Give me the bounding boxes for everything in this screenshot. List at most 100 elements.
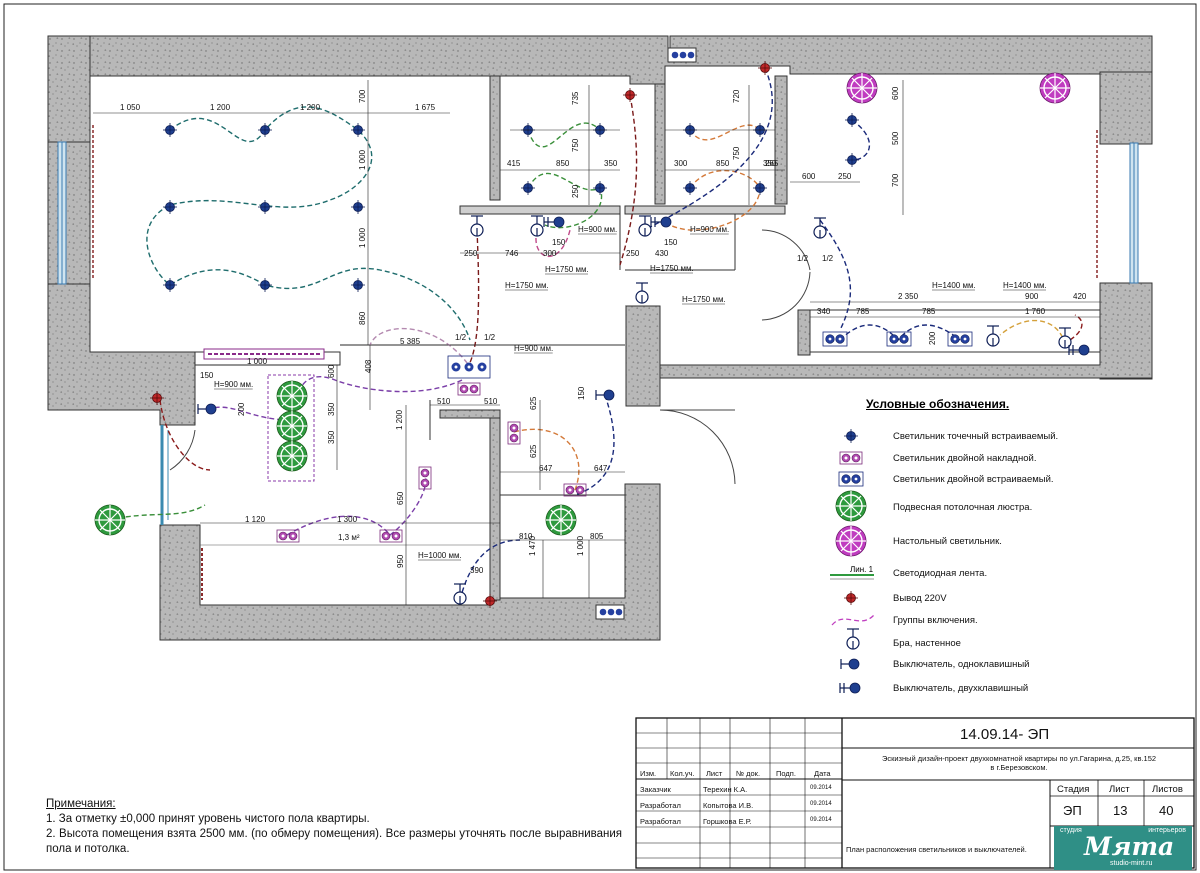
dimension-label: 735 <box>571 91 580 105</box>
height-label: H=900 мм. <box>690 225 729 234</box>
project-title: Эскизный дизайн-проект двухкомнатной ква… <box>846 754 1192 772</box>
height-label: H=1000 мм. <box>418 551 462 560</box>
dimension-label: 1 000 <box>576 535 585 556</box>
date-developer-1: 09.2014 <box>810 801 832 807</box>
dimension-label: 408 <box>364 359 373 373</box>
dimension-label: 350 <box>604 159 618 168</box>
legend-label-spot: Светильник точечный встраиваемый. <box>893 431 1059 442</box>
legend-symbols <box>830 428 875 694</box>
dimension-label: 510 <box>484 397 498 406</box>
dimension-label: 647 <box>539 464 553 473</box>
height-label: H=900 мм. <box>214 380 253 389</box>
dimension-label: 350 <box>763 159 777 168</box>
dimension-label: 350 <box>327 430 336 444</box>
dimension-label: 600 <box>327 364 336 378</box>
dimension-label: 1 050 <box>120 103 141 112</box>
dimension-label: 750 <box>571 138 580 152</box>
dimension-label: 1/2 <box>484 333 496 342</box>
dimension-label: 720 <box>732 89 741 103</box>
header-izm: Изм. <box>640 769 657 778</box>
height-label: H=1400 мм. <box>932 281 976 290</box>
dimension-label: 340 <box>817 307 831 316</box>
dimension-label: 600 <box>891 86 900 100</box>
dimension-label: 1/2 <box>822 254 834 263</box>
legend-label-chandelier: Подвесная потолочная люстра. <box>893 502 1033 513</box>
led-strips <box>200 348 490 600</box>
legend-label-double-switch: Выключатель, двухклавишный <box>893 683 1029 694</box>
dimension-label: 650 <box>396 491 405 505</box>
dimension-label: 1 675 <box>415 103 436 112</box>
walls <box>47 35 1153 641</box>
name-customer: Терехин К.А. <box>703 785 748 794</box>
date-developer-2: 09.2014 <box>810 817 832 823</box>
dimension-label: 390 <box>470 566 484 575</box>
header-date: Дата <box>814 769 831 778</box>
area-label: 1,3 м² <box>338 533 360 542</box>
dimension-label: 600 <box>802 172 816 181</box>
legend-label-single-switch: Выключатель, одноклавишный <box>893 659 1030 670</box>
table-lamps <box>846 72 1071 104</box>
dimension-label: 1 300 <box>337 515 358 524</box>
height-label: H=1750 мм. <box>682 295 726 304</box>
logo-site: studio-mint.ru <box>1110 860 1153 867</box>
header-doc-no: № док. <box>736 769 761 778</box>
dimension-label: 200 <box>237 402 246 416</box>
logo-interiors: интерьеров <box>1148 827 1186 834</box>
dimension-label: 700 <box>358 89 367 103</box>
note-line-2: 2. Высота помещения взята 2500 мм. (по о… <box>46 828 622 855</box>
note-line-1: 1. За отметку ±0,000 принят уровень чист… <box>46 813 370 825</box>
logo-studio: студия <box>1060 827 1082 834</box>
dimension-label: 500 <box>891 131 900 145</box>
spot-lights <box>162 112 860 293</box>
role-developer-2: Разработал <box>640 817 681 826</box>
logo-name: Мята <box>1084 832 1175 861</box>
dimension-label: 1 200 <box>300 103 321 112</box>
dimension-label: 746 <box>505 249 519 258</box>
drawing-code: 14.09.14- ЭП <box>960 726 1050 743</box>
legend-title: Условные обозначения. <box>866 397 1010 411</box>
dimension-label: 300 <box>674 159 688 168</box>
windows <box>57 125 1139 285</box>
dimension-label: 1/2 <box>797 254 809 263</box>
dimension-label: 1/2 <box>455 333 467 342</box>
dimension-label: 150 <box>664 238 678 247</box>
legend-led-sublabel: Лин. 1 <box>850 565 874 574</box>
legend-label-double-surface: Светильник двойной накладной. <box>893 453 1037 464</box>
sheet-label: Лист <box>1109 784 1130 795</box>
dimension-label: 785 <box>922 307 936 316</box>
dimension-label: 150 <box>552 238 566 247</box>
dimension-label: 250 <box>571 184 580 198</box>
dimension-label: 1 000 <box>358 149 367 170</box>
studio-logo: студия интерьеров Мята studio-mint.ru <box>1054 826 1192 870</box>
dimension-label: 415 <box>507 159 521 168</box>
title-block-grid <box>635 717 1195 869</box>
dimension-label: 430 <box>655 249 669 258</box>
dimension-label: 300 <box>543 249 557 258</box>
date-customer: 09.2014 <box>810 785 832 791</box>
legend-label-table-lamp: Настольный светильник. <box>893 536 1002 547</box>
dimension-label: 5 385 <box>400 337 421 346</box>
dimension-label: 250 <box>626 249 640 258</box>
dimension-label: 860 <box>358 311 367 325</box>
dimension-label: 200 <box>928 331 937 345</box>
name-developer-1: Копытова И.В. <box>703 801 754 810</box>
height-label: H=1400 мм. <box>1003 281 1047 290</box>
dimension-label: 2 350 <box>898 292 919 301</box>
dimension-label: 810 <box>519 532 533 541</box>
dimension-label: 420 <box>1073 292 1087 301</box>
role-developer-1: Разработал <box>640 801 681 810</box>
dimension-label: 647 <box>594 464 608 473</box>
dimension-label: 1 470 <box>528 535 537 556</box>
dimension-label: 250 <box>838 172 852 181</box>
stage-label: Стадия <box>1057 784 1090 795</box>
sheet-value: 13 <box>1113 803 1128 818</box>
dimension-label: 510 <box>437 397 451 406</box>
dimension-label: 625 <box>529 396 538 410</box>
dimension-label: 1 120 <box>245 515 266 524</box>
dimension-label: 750 <box>732 146 741 160</box>
height-label: H=900 мм. <box>578 225 617 234</box>
project-city: в г.Березовском. <box>990 763 1048 772</box>
dimension-label: 805 <box>590 532 604 541</box>
dimension-label: 900 <box>1025 292 1039 301</box>
height-label: H=900 мм. <box>514 344 553 353</box>
